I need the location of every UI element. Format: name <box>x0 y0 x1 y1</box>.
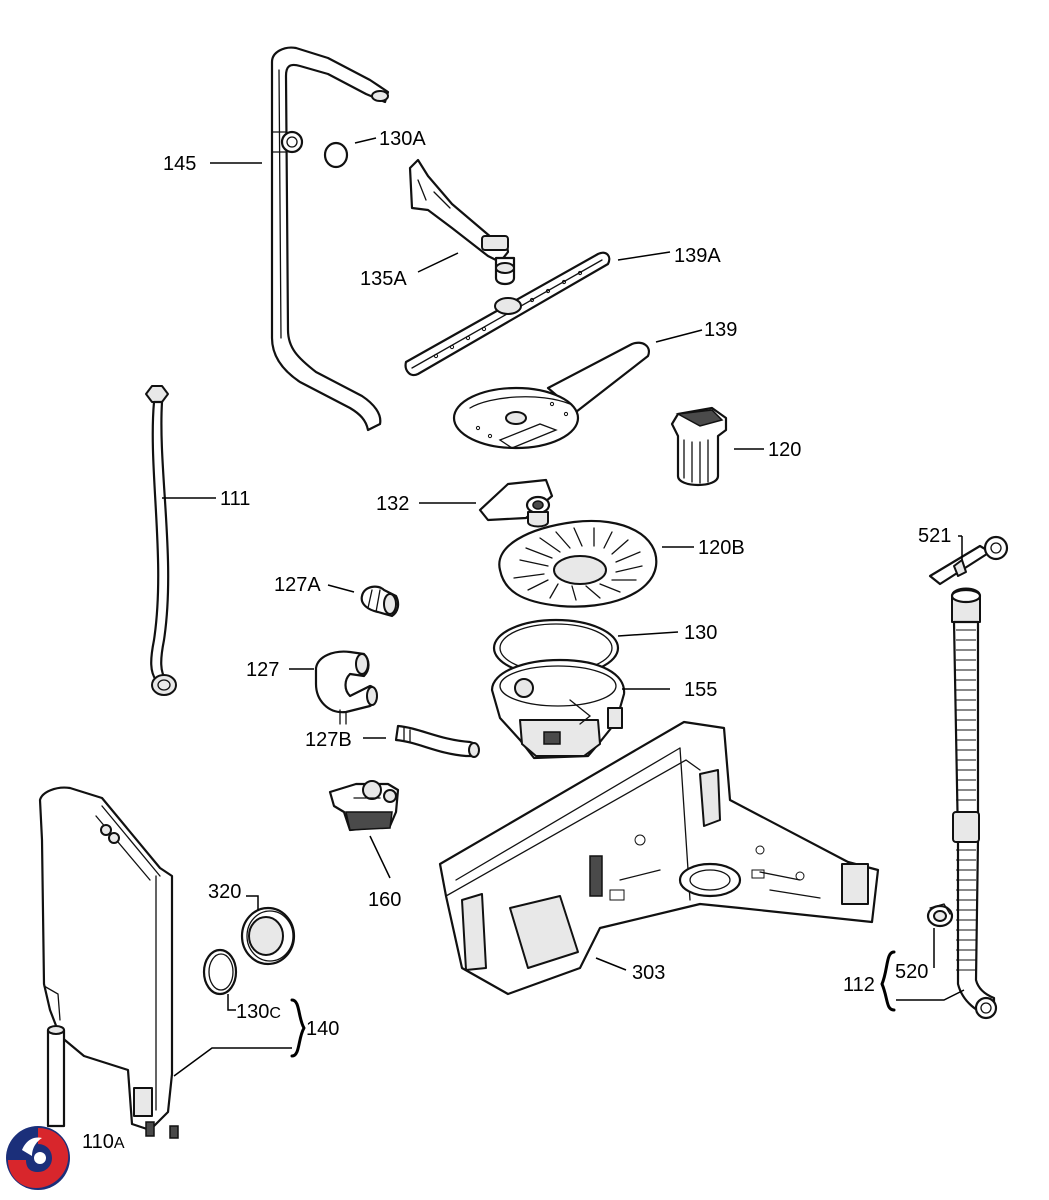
part-521-hose-clip[interactable] <box>928 535 1009 586</box>
part-145-supply-tube[interactable] <box>270 46 390 432</box>
callout-120: 120 <box>768 439 801 461</box>
callout-303: 303 <box>632 962 665 984</box>
callout-140: 140 <box>306 1018 339 1040</box>
callout-132: 132 <box>376 493 409 515</box>
callout-130C: 130C <box>236 1001 281 1023</box>
callout-155: 155 <box>684 679 717 701</box>
callout-110A-main: 110 <box>82 1131 114 1153</box>
brand-logo <box>6 1126 70 1190</box>
callout-160: 160 <box>368 889 401 911</box>
leader-140 <box>173 1047 292 1077</box>
callout-110A: 110A <box>82 1131 125 1153</box>
part-112-drain-hose[interactable] <box>950 587 998 1020</box>
part-135A-spray-arm-mount[interactable] <box>408 158 516 286</box>
part-303-base-frame[interactable] <box>438 720 880 996</box>
part-132-diverter[interactable] <box>478 478 554 528</box>
part-111-hose[interactable] <box>145 385 177 696</box>
part-110A-tube[interactable] <box>46 1025 66 1128</box>
part-120B-filter-plate[interactable] <box>498 519 658 608</box>
part-520-clamp[interactable] <box>926 903 954 928</box>
callout-145: 145 <box>163 153 196 175</box>
callout-130A: 130A <box>379 128 426 150</box>
brace-140 <box>290 998 306 1058</box>
part-155-sump[interactable] <box>490 658 626 760</box>
part-130A-o-ring[interactable] <box>323 141 349 169</box>
part-160-valve[interactable] <box>328 780 400 832</box>
callout-520: 520 <box>895 961 928 983</box>
leader-112 <box>896 989 965 1001</box>
leader-139 <box>655 329 703 343</box>
part-139-lower-spray-arm[interactable] <box>452 341 650 450</box>
callout-110A-suffix: A <box>114 1135 125 1152</box>
callout-135A: 135A <box>360 268 407 290</box>
callout-320: 320 <box>208 881 241 903</box>
callout-130C-suffix: C <box>269 1005 281 1022</box>
leader-127A <box>327 584 355 593</box>
leader-135A <box>417 252 459 273</box>
leader-303 <box>595 957 627 971</box>
callout-127A: 127A <box>274 574 321 596</box>
callout-521: 521 <box>918 525 951 547</box>
callout-120B: 120B <box>698 537 745 559</box>
leader-139A <box>617 251 671 261</box>
callout-130: 130 <box>684 622 717 644</box>
part-120-filter[interactable] <box>670 406 728 487</box>
part-130C-o-ring[interactable] <box>202 948 238 996</box>
leader-160 <box>369 835 391 879</box>
callout-130C-main: 130 <box>236 1001 269 1023</box>
leader-320 <box>246 895 259 910</box>
callout-127B: 127B <box>305 729 352 751</box>
leader-130 <box>617 631 679 637</box>
callout-112: 112 <box>843 974 875 996</box>
part-127-elbow[interactable] <box>314 650 378 725</box>
callout-139A: 139A <box>674 245 721 267</box>
part-127A-grommet[interactable] <box>360 585 400 618</box>
part-320-seal[interactable] <box>240 906 296 966</box>
callout-139: 139 <box>704 319 737 341</box>
leader-130A <box>354 137 377 144</box>
brace-112 <box>880 950 896 1012</box>
callout-111: 111 <box>220 488 250 510</box>
part-139A-upper-spray-arm[interactable] <box>404 251 611 377</box>
leader-130C <box>227 994 236 1011</box>
part-127B-hose[interactable] <box>394 724 480 758</box>
callout-127: 127 <box>246 659 279 681</box>
